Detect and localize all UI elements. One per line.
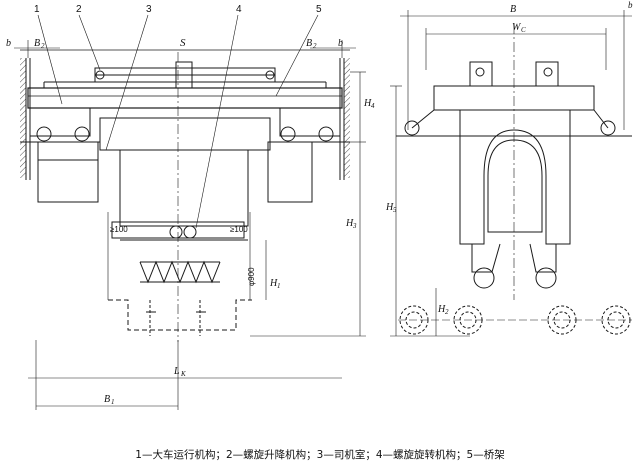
lk: L — [173, 366, 180, 377]
lk-sub: K — [180, 370, 186, 378]
h1-front-sub: 1 — [277, 282, 281, 290]
operator-cab — [37, 141, 99, 203]
left-column-wall — [20, 58, 26, 178]
front-labels: 1 2 3 4 5 b B 2 S B 2 b ≥100 ≥100 φ900 H… — [6, 4, 375, 406]
callout-4: 4 — [236, 4, 242, 15]
h5-side: H — [385, 202, 394, 213]
span-s: S — [180, 37, 186, 49]
wc-sub: C — [521, 26, 526, 34]
h4-front: H — [363, 98, 372, 109]
h4-front-sub: 4 — [371, 102, 375, 110]
b1: B — [104, 394, 110, 405]
bridge-frame — [27, 87, 343, 109]
h2-side: H — [437, 304, 446, 315]
callout-2: 2 — [76, 4, 82, 15]
h1-front: H — [269, 278, 278, 289]
travel-mechanism-right — [279, 107, 341, 137]
right-column-wall — [344, 58, 350, 178]
h2-side-sub: 2 — [445, 308, 449, 316]
clear-left: ≥100 — [110, 225, 128, 234]
grab-teeth — [139, 260, 221, 284]
b2-right: B — [306, 38, 312, 49]
h3-front: H — [345, 218, 354, 229]
dia-900: φ900 — [247, 267, 256, 286]
b2-left: B — [34, 38, 40, 49]
width-b: B — [510, 4, 516, 15]
callout-1: 1 — [34, 4, 40, 15]
central-mast — [99, 117, 271, 227]
figure-caption: 1—大车运行机构；2—螺旋升降机构；3—司机室；4—螺旋旋转机构；5—桥架 — [135, 449, 505, 461]
b-right-side: b — [628, 0, 633, 10]
b1-sub: 1 — [111, 398, 115, 406]
h3-front-sub: 3 — [352, 222, 357, 230]
clear-right: ≥100 — [230, 225, 248, 234]
front-view — [14, 14, 366, 410]
callout-3: 3 — [146, 4, 152, 15]
side-mast — [459, 110, 571, 245]
b2-left-sub: 2 — [41, 42, 45, 50]
side-view — [390, 10, 632, 337]
b2-right-sub: 2 — [313, 42, 317, 50]
callout-5: 5 — [316, 4, 322, 15]
travel-mechanism-left — [29, 107, 91, 137]
wc: W — [512, 22, 522, 33]
b-left: b — [6, 38, 11, 49]
h5-side-sub: 5 — [393, 206, 397, 214]
side-labels: B W C b H 5 H 2 — [385, 0, 633, 316]
b-right-front: b — [338, 38, 343, 49]
